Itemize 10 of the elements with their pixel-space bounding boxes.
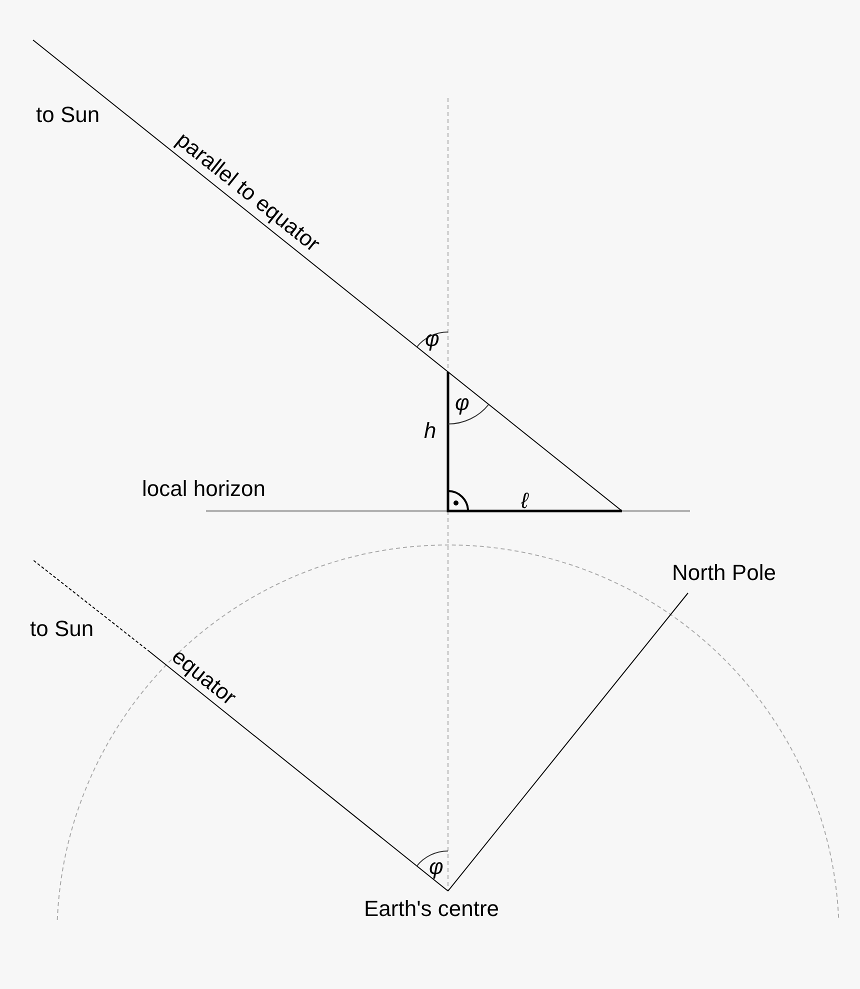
text-label: to Sun: [30, 618, 94, 640]
angle-label: φ: [455, 392, 470, 414]
length-label: ℓ: [521, 490, 528, 512]
point-label: North Pole: [672, 560, 776, 586]
axis-line: [448, 592, 688, 892]
point-label: Earth's centre: [364, 896, 500, 922]
length-label: h: [424, 420, 436, 442]
text-label: to Sun: [36, 104, 100, 126]
angle-label: φ: [429, 856, 444, 878]
text-label: local horizon: [142, 478, 266, 500]
